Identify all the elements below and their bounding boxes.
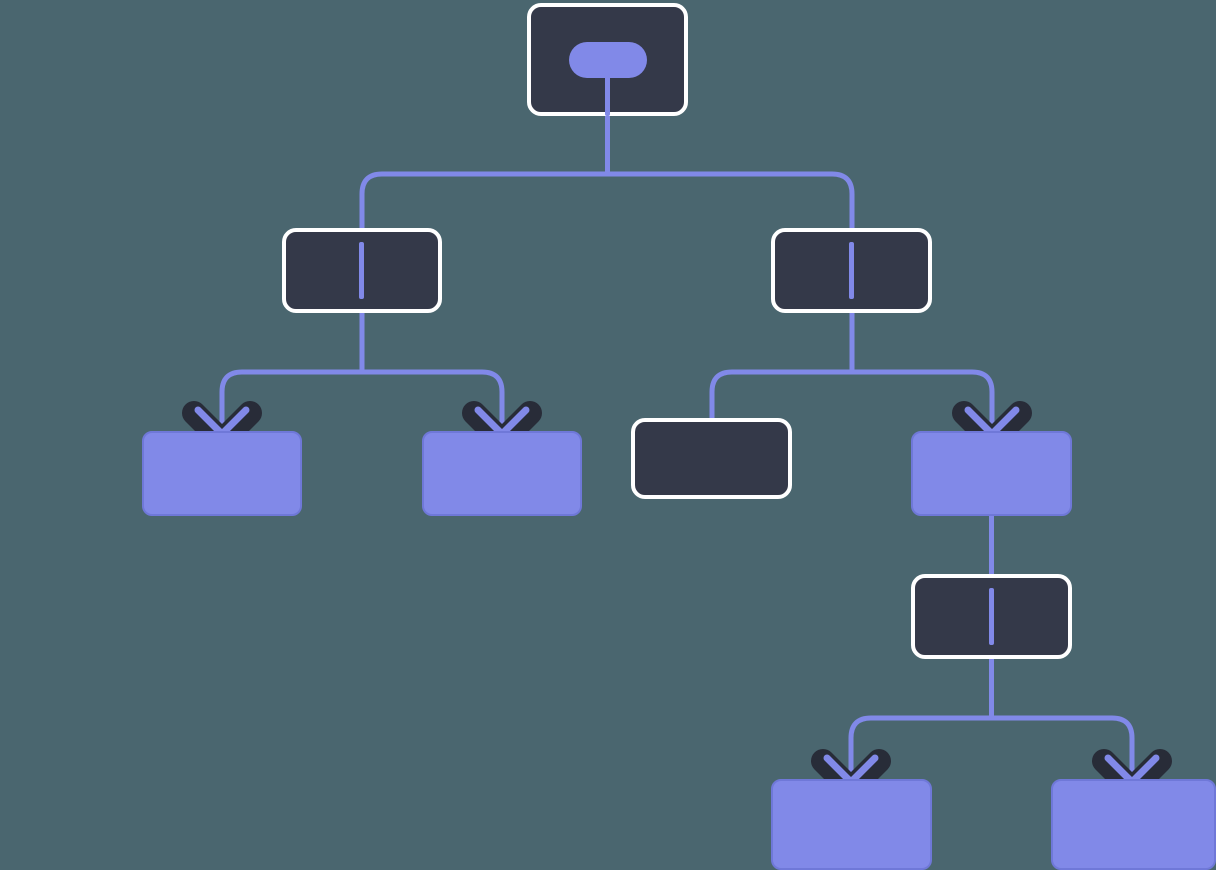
node-leaf-a[interactable] — [142, 431, 302, 516]
node-branch-purple[interactable] — [911, 431, 1072, 516]
node-leaf-d[interactable] — [1051, 779, 1216, 870]
edge-level4-to-bottom-leaves — [848, 659, 1135, 784]
node-level2-left-line-decoration — [359, 242, 364, 299]
node-level2-right-line-decoration — [849, 242, 854, 299]
edge-root-to-level2 — [359, 110, 855, 232]
node-leaf-b[interactable] — [422, 431, 582, 516]
node-leaf-c[interactable] — [771, 779, 932, 870]
node-level4-line-decoration — [989, 588, 994, 645]
edge-level2left-to-leaves — [219, 313, 505, 436]
node-level3-dark[interactable] — [631, 418, 792, 499]
node-root-stem-decoration — [605, 60, 610, 116]
